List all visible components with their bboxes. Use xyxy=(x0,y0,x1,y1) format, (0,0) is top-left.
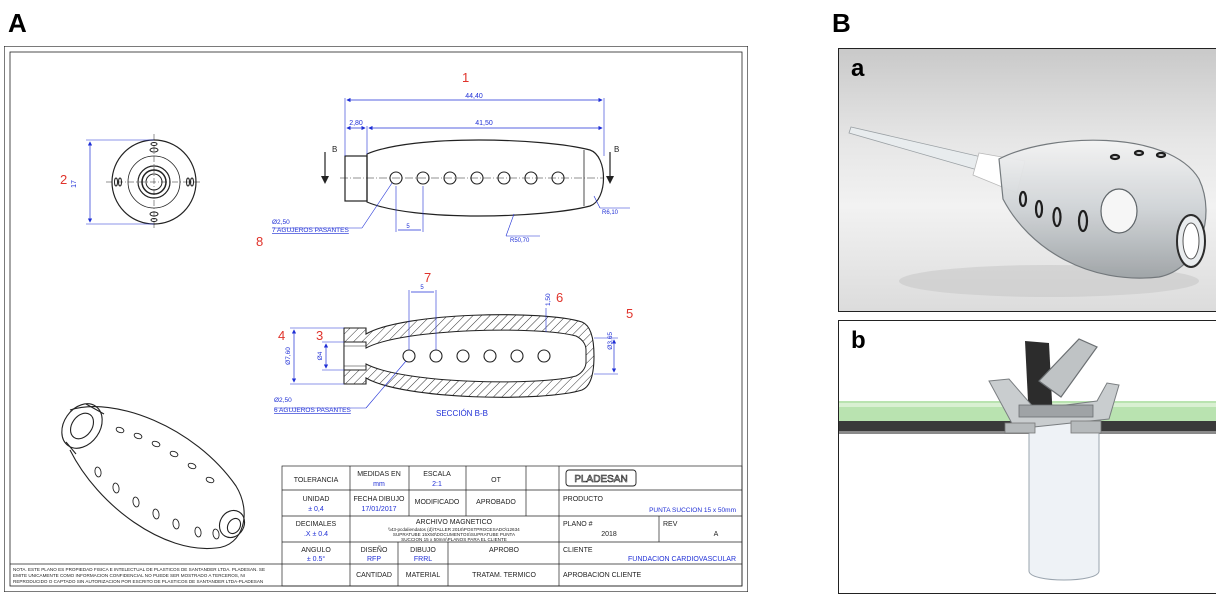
tb-producto: PRODUCTO xyxy=(563,496,603,503)
tb-medidas-en: MEDIDAS EN xyxy=(357,471,401,478)
tb-tolerancia: TOLERANCIA xyxy=(294,477,339,484)
tb-dibujo: DIBUJO xyxy=(410,547,436,554)
section-title: SECCIÓN B-B xyxy=(436,409,488,418)
tb-rev: REV xyxy=(663,521,678,528)
tb-archivo: ARCHIVO MAGNETICO xyxy=(416,519,493,526)
dim-overall: 44,40 xyxy=(465,93,483,100)
panel-label-a: A xyxy=(8,8,27,38)
tb-decimales: DECIMALES xyxy=(296,521,337,528)
callout-2: 2 xyxy=(60,172,67,187)
tb-medidas-val: mm xyxy=(373,481,385,488)
callout-6: 6 xyxy=(556,290,563,305)
tb-cantidad: CANTIDAD xyxy=(356,572,392,579)
tb-material: MATERIAL xyxy=(406,572,441,579)
suction-tip-render xyxy=(848,126,1207,297)
title-block xyxy=(10,465,743,587)
callout-7: 7 xyxy=(424,270,431,285)
dim-tip-dia: Ø3,65 xyxy=(607,332,614,350)
tb-fecha-val: 17/01/2017 xyxy=(361,506,396,513)
tb-plano: PLANO # xyxy=(563,521,593,528)
dim-wall: 1,50 xyxy=(545,293,552,306)
render-photo-b: b xyxy=(838,320,1216,594)
tb-unidad: UNIDAD xyxy=(303,496,330,503)
dim-hole-spacing-sec: 5 xyxy=(420,285,424,291)
sheet-border xyxy=(4,46,748,592)
end-view xyxy=(86,134,202,230)
note-line-1: NOTA. ESTE PLANO ES PROPIEDAD FISICA E I… xyxy=(13,567,265,572)
confidentiality-note: NOTA. ESTE PLANO ES PROPIEDAD FISICA E I… xyxy=(13,567,265,584)
dim-hole-spacing-top: 5 xyxy=(406,224,410,230)
section-mark-right: B xyxy=(614,145,619,154)
pladesan-logo xyxy=(565,469,637,487)
callout-4: 4 xyxy=(278,328,285,343)
tb-tratam: TRATAM. TERMICO xyxy=(472,572,536,579)
tb-angulo: ANGULO xyxy=(301,547,331,554)
tb-cliente: CLIENTE xyxy=(563,547,593,554)
section-view xyxy=(274,290,618,409)
engineering-drawing-sheet: 17 2 xyxy=(4,46,748,592)
tb-fecha: FECHA DIBUJO xyxy=(354,496,406,503)
device-on-tube-render xyxy=(839,338,1216,581)
tb-modificado: MODIFICADO xyxy=(415,499,460,506)
logo-text: PLADESAN xyxy=(574,474,627,485)
tb-ot: OT xyxy=(491,477,501,484)
tb-diseno-val: RFP xyxy=(367,556,381,563)
tb-archivo-path3: SUCCION 15 x 50mm\PLANOS PARA EL CLIENTE xyxy=(401,537,507,542)
tb-plano-val: 2018 xyxy=(601,531,617,538)
photo-label-b: b xyxy=(851,327,866,354)
callout-5: 5 xyxy=(626,306,633,321)
tb-cliente-val: FUNDACION CARDIOVASCULAR xyxy=(628,556,736,563)
dim-hole-dia-top: Ø2,50 xyxy=(272,219,290,226)
tb-archivo-path2: SUPRATUBE 15X50\DOCUMENTOS\SUPRATUBE PUN… xyxy=(393,532,516,537)
tb-aprobacion: APROBACION CLIENTE xyxy=(563,572,642,579)
tb-dibujo-val: FRRL xyxy=(414,556,432,563)
dim-outer-dia: Ø7,60 xyxy=(285,347,292,365)
dim-radius-body: R50,70 xyxy=(510,238,530,244)
title-block-labels: TOLERANCIA MEDIDAS EN mm ESCALA 2:1 OT U… xyxy=(294,471,736,579)
dim-hole-dia-sec: Ø2,50 xyxy=(274,397,292,404)
tb-angulo-val: ± 0.5° xyxy=(307,555,326,563)
tb-diseno: DISEÑO xyxy=(361,545,388,554)
dim-radius-tip: R6,10 xyxy=(602,210,619,216)
dim-left: 2,80 xyxy=(349,120,363,127)
isometric-view xyxy=(61,403,246,550)
tb-aprobo: APROBO xyxy=(489,547,520,554)
section-mark-left: B xyxy=(332,145,337,154)
photo-label-a: a xyxy=(851,55,865,82)
tb-escala-val: 2:1 xyxy=(432,481,442,488)
tb-archivo-path1: \\43-pcdaliendatos (d)\TALLER 2016\POSTP… xyxy=(388,527,520,532)
render-photo-a: a xyxy=(838,48,1216,312)
tb-escala: ESCALA xyxy=(423,471,451,478)
tb-unidad-val: ± 0,4 xyxy=(308,506,324,513)
tb-aprobado: APROBADO xyxy=(476,499,516,506)
tb-rev-val: A xyxy=(714,531,719,538)
top-view xyxy=(272,97,630,237)
dim-inner-dia: Ø4 xyxy=(317,351,324,360)
tb-producto-val: PUNTA SUCCION 15 x 50mm xyxy=(649,507,736,514)
panel-label-b: B xyxy=(832,8,851,38)
callout-3: 3 xyxy=(316,328,323,343)
tb-decimales-val: .X ± 0.4 xyxy=(304,531,328,538)
dim-body: 41,50 xyxy=(475,120,493,127)
note-line-2: EMITE UNICAMENTE COMO INFORMACION CONFID… xyxy=(13,573,245,578)
note-holes-sec: 6 AGUJEROS PASANTES xyxy=(274,407,351,414)
note-line-3: REPRODUCIDO O CAPTADO SIN AUTORIZACION P… xyxy=(13,579,263,584)
dim-height: 17 xyxy=(71,180,78,188)
callout-1: 1 xyxy=(462,70,469,85)
callout-8: 8 xyxy=(256,234,263,249)
note-holes-top: 7 AGUJEROS PASANTES xyxy=(272,227,349,234)
